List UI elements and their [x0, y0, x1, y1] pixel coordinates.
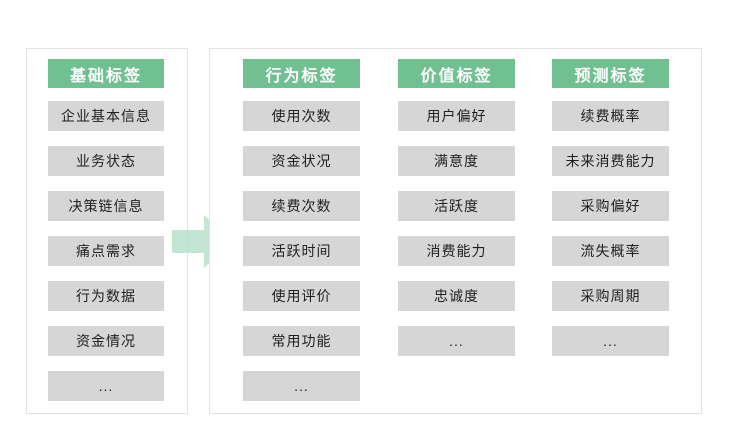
tag-item: 消费能力	[398, 236, 515, 266]
tag-item: 决策链信息	[48, 191, 164, 221]
column-header: 行为标签	[243, 59, 360, 88]
tag-item: 资金情况	[48, 326, 164, 356]
tag-item: ...	[398, 326, 515, 356]
base-tags-panel: 基础标签 企业基本信息业务状态决策链信息痛点需求行为数据资金情况...	[26, 48, 188, 414]
tag-item: 使用评价	[243, 281, 360, 311]
derived-tags-panel: 行为标签 使用次数资金状况续费次数活跃时间使用评价常用功能... 价值标签 用户…	[209, 48, 702, 414]
tag-item: 常用功能	[243, 326, 360, 356]
tag-item: 未来消费能力	[552, 146, 669, 176]
tag-item: 采购周期	[552, 281, 669, 311]
tag-item: 资金状况	[243, 146, 360, 176]
tag-item: 满意度	[398, 146, 515, 176]
tag-item: 活跃度	[398, 191, 515, 221]
tag-item-list: 续费概率未来消费能力采购偏好流失概率采购周期...	[552, 101, 669, 356]
tag-item-list: 用户偏好满意度活跃度消费能力忠诚度...	[398, 101, 515, 356]
tag-item: 使用次数	[243, 101, 360, 131]
tag-item: 企业基本信息	[48, 101, 164, 131]
tag-item: 忠诚度	[398, 281, 515, 311]
tag-item: ...	[552, 326, 669, 356]
column-behavior-tags: 行为标签 使用次数资金状况续费次数活跃时间使用评价常用功能...	[243, 59, 360, 416]
tag-item: ...	[48, 371, 164, 401]
column-base-tags: 基础标签 企业基本信息业务状态决策链信息痛点需求行为数据资金情况...	[48, 59, 164, 416]
column-prediction-tags: 预测标签 续费概率未来消费能力采购偏好流失概率采购周期...	[552, 59, 669, 371]
tag-item: 行为数据	[48, 281, 164, 311]
tag-item: 续费概率	[552, 101, 669, 131]
tag-item-list: 企业基本信息业务状态决策链信息痛点需求行为数据资金情况...	[48, 101, 164, 401]
tag-item: 业务状态	[48, 146, 164, 176]
column-header: 基础标签	[48, 59, 164, 88]
tag-item: 用户偏好	[398, 101, 515, 131]
tag-item: 活跃时间	[243, 236, 360, 266]
column-value-tags: 价值标签 用户偏好满意度活跃度消费能力忠诚度...	[398, 59, 515, 371]
tag-item: 流失概率	[552, 236, 669, 266]
tag-item: ...	[243, 371, 360, 401]
column-header: 价值标签	[398, 59, 515, 88]
tag-item: 痛点需求	[48, 236, 164, 266]
column-header: 预测标签	[552, 59, 669, 88]
tag-item: 续费次数	[243, 191, 360, 221]
tag-item: 采购偏好	[552, 191, 669, 221]
tag-item-list: 使用次数资金状况续费次数活跃时间使用评价常用功能...	[243, 101, 360, 401]
